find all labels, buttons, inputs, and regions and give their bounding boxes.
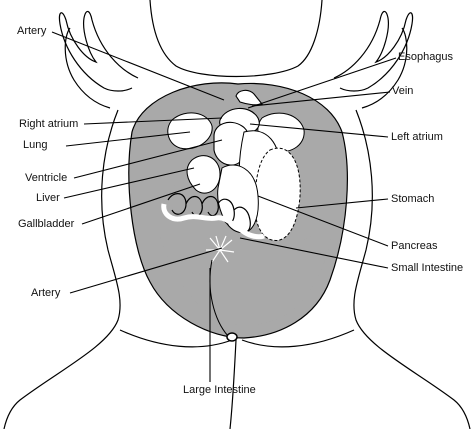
label-artery-bottom: Artery xyxy=(31,287,61,299)
label-liver: Liver xyxy=(36,192,60,204)
label-artery-top: Artery xyxy=(17,25,47,37)
stomach xyxy=(254,147,301,241)
large-intestine xyxy=(209,259,229,337)
label-stomach: Stomach xyxy=(391,193,435,205)
label-left-atrium: Left atrium xyxy=(391,131,443,143)
label-ventricle: Ventricle xyxy=(25,172,68,184)
label-pancreas: Pancreas xyxy=(391,240,438,252)
label-small-intestine: Small Intestine xyxy=(391,262,464,274)
label-vein: Vein xyxy=(392,85,414,97)
leader-lines xyxy=(51,31,397,382)
label-large-intestine: Large Intestine xyxy=(183,384,256,396)
label-lung: Lung xyxy=(23,139,48,151)
body-outline xyxy=(3,0,471,429)
cloaca xyxy=(226,332,238,342)
label-right-atrium: Right atrium xyxy=(19,118,79,130)
mesentery-artery xyxy=(206,235,235,263)
stomach-fold xyxy=(217,164,259,234)
label-gallbladder: Gallbladder xyxy=(18,218,75,230)
label-esophagus: Esophagus xyxy=(398,51,454,63)
small-intestine xyxy=(167,193,251,233)
